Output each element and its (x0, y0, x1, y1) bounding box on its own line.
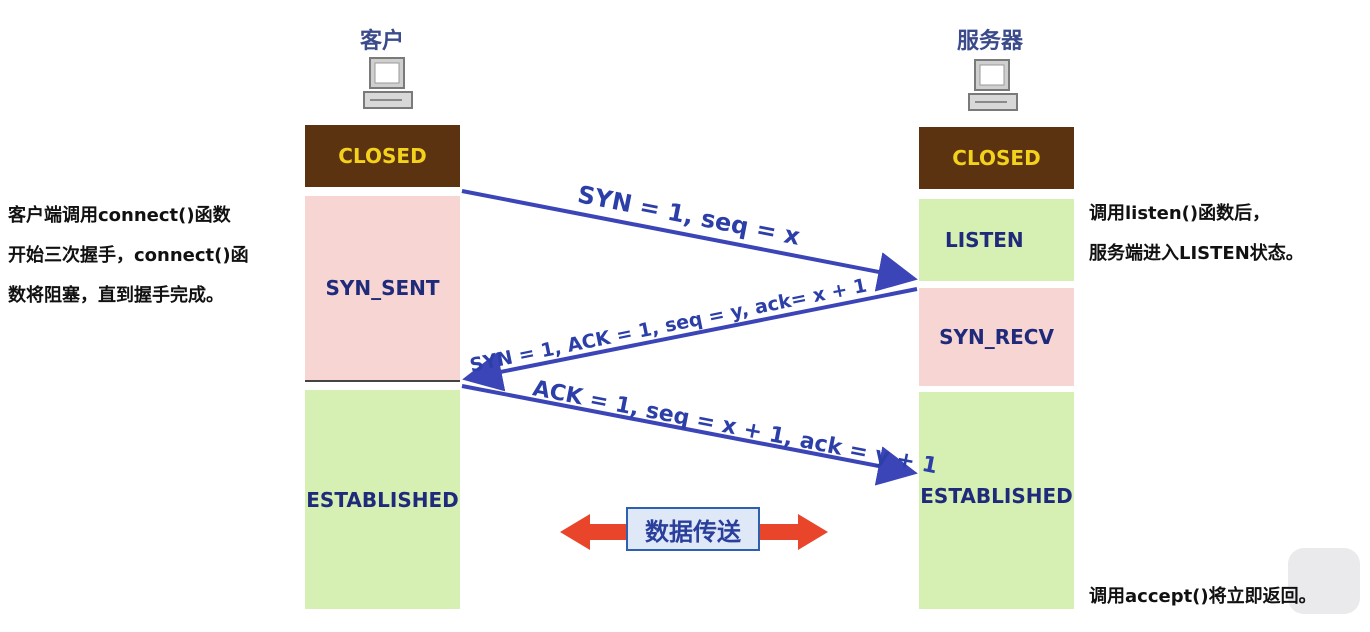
client-note-line: 数将阻塞，直到握手完成。 (8, 285, 224, 306)
computer-icon (968, 59, 1018, 111)
client-note-line: 开始三次握手，connect()函 (8, 245, 249, 266)
client-note: 客户端调用connect()函数 开始三次握手，connect()函 数将阻塞，… (8, 196, 249, 316)
server-state-listen: LISTEN (919, 199, 1074, 281)
server-note-line: 调用listen()函数后， (1089, 203, 1271, 224)
client-state-established: ESTABLISHED (305, 390, 460, 609)
server-state-syn-recv: SYN_RECV (919, 288, 1074, 386)
client-note-line: 客户端调用connect()函数 (8, 205, 231, 226)
data-transfer-label: 数据传送 (626, 507, 760, 551)
server-state-established: ESTABLISHED (919, 392, 1074, 609)
computer-icon (363, 57, 413, 109)
server-note: 调用listen()函数后， 服务端进入LISTEN状态。 (1089, 194, 1304, 274)
syn-arrow (461, 189, 918, 292)
server-note-line: 服务端进入LISTEN状态。 (1089, 243, 1304, 264)
logo-icon (1288, 548, 1360, 614)
client-title: 客户 (360, 29, 405, 54)
server-state-closed: CLOSED (919, 127, 1074, 189)
client-state-syn-sent: SYN_SENT (305, 196, 460, 382)
accept-note: 调用accept()将立即返回。 (1089, 586, 1317, 607)
client-state-closed: CLOSED (305, 125, 460, 187)
ack-arrow (461, 384, 918, 486)
server-title: 服务器 (957, 29, 1024, 54)
syn-ack-arrow (462, 287, 918, 392)
